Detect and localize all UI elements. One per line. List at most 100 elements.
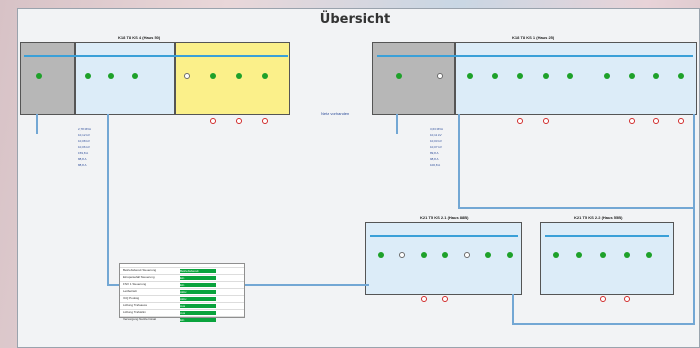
breaker-node[interactable]	[553, 252, 559, 258]
breaker-node[interactable]	[600, 252, 606, 258]
status-label: ICQ Poolstg	[123, 296, 140, 300]
cable-line	[396, 114, 398, 134]
breaker-node[interactable]	[492, 73, 498, 79]
breaker-node[interactable]	[624, 252, 630, 258]
status-value: Aus	[180, 304, 216, 308]
transformer-icon	[421, 296, 427, 302]
status-label: Lüftung Trafoauss	[123, 303, 148, 307]
breaker-node[interactable]	[467, 73, 473, 79]
status-table: Betriebsbereit Steuerung Betriebsbereit …	[119, 263, 245, 322]
cable-line	[512, 323, 695, 325]
status-label: Leitbetrieb	[123, 289, 138, 293]
breaker-node[interactable]	[132, 73, 138, 79]
transformer-icon	[678, 118, 684, 124]
cable-line	[693, 114, 695, 324]
breaker-node[interactable]	[236, 73, 242, 79]
measurement: 100,8 A	[430, 163, 441, 167]
substation-s3	[365, 222, 522, 295]
status-label: Versorgung Netzterminal	[123, 317, 157, 321]
measurement: 88,8 A	[78, 157, 87, 161]
breaker-node[interactable]	[576, 252, 582, 258]
breaker-node[interactable]	[629, 73, 635, 79]
measurement: 10,08 kV	[78, 139, 90, 143]
breaker-node[interactable]	[262, 73, 268, 79]
breaker-node[interactable]	[442, 252, 448, 258]
cable-line	[512, 294, 514, 324]
breaker-node[interactable]	[485, 252, 491, 258]
transformer-icon	[600, 296, 606, 302]
breaker-node[interactable]	[646, 252, 652, 258]
breaker-node[interactable]	[437, 73, 443, 79]
transformer-icon	[629, 118, 635, 124]
status-value: Aktiv	[180, 297, 216, 301]
cable-line	[107, 114, 109, 284]
status-row: Versorgung Netzterminal Ein	[120, 316, 244, 323]
section-label-s3: K21 T5 KS 2.1 (Haus 88B)	[420, 215, 469, 220]
status-label: FNV 1 Steuerung	[123, 282, 147, 286]
cable-line	[36, 114, 38, 134]
breaker-node[interactable]	[653, 73, 659, 79]
breaker-node[interactable]	[678, 73, 684, 79]
breaker-node[interactable]	[210, 73, 216, 79]
network-note: Netz vorhanden	[321, 111, 350, 116]
busbar-s2	[377, 55, 693, 57]
busbar-s3	[370, 235, 518, 237]
breaker-node[interactable]	[567, 73, 573, 79]
transformer-icon	[517, 118, 523, 124]
busbar-s1	[24, 55, 288, 57]
breaker-node[interactable]	[378, 252, 384, 258]
substation-s2-blue	[455, 42, 697, 115]
status-value: Ein	[180, 318, 216, 322]
substation-s1-blue	[75, 42, 175, 115]
status-row: Lüftung Trafoauss Aus	[120, 302, 244, 309]
breaker-node[interactable]	[464, 252, 470, 258]
breaker-node[interactable]	[399, 252, 405, 258]
section-label-s1: K18 T8 KS 4 (Haus 50)	[118, 35, 161, 40]
breaker-node[interactable]	[396, 73, 402, 79]
page-title: Übersicht	[319, 12, 391, 27]
measurement: 88,8 A	[78, 163, 87, 167]
status-label: Einspeisefall Steuerung	[123, 275, 155, 279]
breaker-node[interactable]	[507, 252, 513, 258]
status-label: Lüftung Trafoklim	[123, 310, 147, 314]
status-row: Lüftung Trafoklim Aus	[120, 309, 244, 316]
breaker-node[interactable]	[85, 73, 91, 79]
cable-line	[458, 114, 460, 208]
measurement: 159,8 A	[78, 151, 89, 155]
status-value: Betriebsbereit	[180, 269, 216, 273]
measurement: 10,06 kV	[78, 145, 90, 149]
breaker-node[interactable]	[604, 73, 610, 79]
breaker-node[interactable]	[543, 73, 549, 79]
transformer-icon	[653, 118, 659, 124]
status-value: Aktiv	[180, 290, 216, 294]
transformer-icon	[442, 296, 448, 302]
status-row: FNV 1 Steuerung Ein	[120, 281, 244, 288]
measurement: 2,78 MVA	[78, 127, 91, 131]
breaker-node[interactable]	[108, 73, 114, 79]
status-value: Ein	[180, 276, 216, 280]
status-value: Ein	[180, 283, 216, 287]
breaker-node[interactable]	[36, 73, 42, 79]
status-row: ICQ Poolstg Aktiv	[120, 295, 244, 302]
measurement: 10,12 kV	[78, 133, 90, 137]
substation-s1-gray	[20, 42, 75, 115]
cable-line	[458, 207, 695, 209]
measurement: 10,11 kV	[430, 133, 442, 137]
breaker-node[interactable]	[517, 73, 523, 79]
transformer-icon	[543, 118, 549, 124]
status-label: Betriebsbereit Steuerung	[123, 268, 157, 272]
measurement: 10,07 kV	[430, 145, 442, 149]
status-row: Betriebsbereit Steuerung Betriebsbereit	[120, 267, 244, 274]
status-value: Aus	[180, 311, 216, 315]
section-label-s4: K21 T5 KS 2.2 (Haus 55B)	[574, 215, 623, 220]
substation-s2-gray	[372, 42, 455, 115]
substation-s4	[540, 222, 674, 295]
status-row: Leitbetrieb Aktiv	[120, 288, 244, 295]
transformer-icon	[210, 118, 216, 124]
transformer-icon	[236, 118, 242, 124]
transformer-icon	[624, 296, 630, 302]
measurement: 89,8 A	[430, 151, 439, 155]
measurement: 3,63 MVA	[430, 127, 443, 131]
breaker-node[interactable]	[421, 252, 427, 258]
breaker-node[interactable]	[184, 73, 190, 79]
